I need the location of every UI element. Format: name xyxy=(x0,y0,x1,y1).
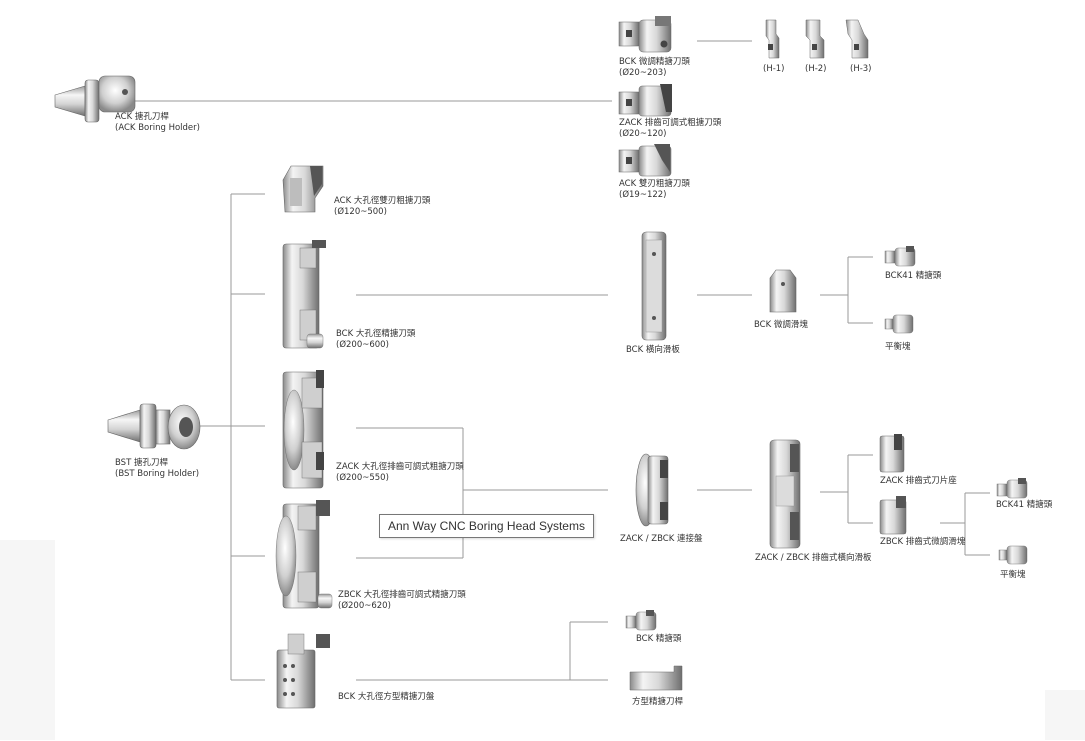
zack-large-head-name: ZACK 大孔徑排齒可調式粗搪刀頭 xyxy=(336,462,464,472)
zack-insert-seat-image xyxy=(879,434,905,473)
square-bar-label: 方型精搪刀桿 xyxy=(632,697,684,707)
bst-holder-image xyxy=(107,403,201,450)
bck-fine-head-label: BCK 微調精搪刀頭 (Ø20~203) xyxy=(619,57,690,79)
ack-twin-head-range: (Ø19~122) xyxy=(619,190,667,200)
zack-rough-head-image xyxy=(618,84,672,117)
bck-large-head-image xyxy=(282,240,326,349)
bck-micro-block-label: BCK 微調滑塊 xyxy=(754,320,808,330)
ack-twin-head-name: ACK 雙刃粗搪刀頭 xyxy=(619,179,690,189)
ack-holder-name: ACK 搪孔刀桿 xyxy=(115,112,169,122)
insert-h1-image xyxy=(765,19,780,59)
insert-h2-image xyxy=(805,19,825,59)
bck-square-plate-image xyxy=(276,633,330,709)
zack-connector-image xyxy=(635,453,669,527)
zbck-large-head-range: (Ø200~620) xyxy=(338,601,391,611)
ack-twin-head-label: ACK 雙刃粗搪刀頭 (Ø19~122) xyxy=(619,179,690,201)
bst-holder-label: BST 搪孔刀桿 (BST Boring Holder) xyxy=(115,458,199,480)
background-decoration xyxy=(0,540,1085,740)
ack-large-head-label: ACK 大孔徑雙刃粗搪刀頭 (Ø120~500) xyxy=(334,196,430,218)
zbck-large-head-label: ZBCK 大孔徑排齒可調式精搪刀頭 (Ø200~620) xyxy=(338,590,466,612)
bck-slide-image xyxy=(641,231,667,341)
square-bar-image xyxy=(629,665,683,691)
bck41-head-2-image xyxy=(996,478,1028,499)
bck-micro-block-image xyxy=(769,269,797,313)
bck-slide-label: BCK 橫向滑板 xyxy=(626,345,680,355)
insert-h1-label: (H-1) xyxy=(763,64,785,74)
zack-slide-image xyxy=(769,439,801,549)
balance-block-label: 平衡塊 xyxy=(885,342,911,352)
insert-h3-image xyxy=(845,19,869,59)
zack-slide-label: ZACK / ZBCK 排齒式橫向滑板 xyxy=(755,553,872,563)
bck-fine-head-image xyxy=(618,16,672,53)
bck-large-head-label: BCK 大孔徑精搪刀頭 (Ø200~600) xyxy=(336,329,415,351)
ack-large-head-name: ACK 大孔徑雙刃粗搪刀頭 xyxy=(334,196,431,206)
ack-twin-head-image xyxy=(618,144,672,177)
bck-fine-head-image-bottom xyxy=(625,610,657,631)
zack-connector-label: ZACK / ZBCK 連接盤 xyxy=(620,534,703,544)
bck41-head-label: BCK41 精搪頭 xyxy=(885,271,942,281)
ack-large-head-range: (Ø120~500) xyxy=(334,207,387,217)
tooltip: Ann Way CNC Boring Head Systems xyxy=(379,514,594,538)
insert-h2-label: (H-2) xyxy=(805,64,827,74)
bck41-head-image xyxy=(884,246,916,267)
ack-holder-image xyxy=(54,75,136,123)
zbck-micro-block-label: ZBCK 排齒式微調滑塊 xyxy=(880,537,966,547)
zack-large-head-label: ZACK 大孔徑排齒可調式粗搪刀頭 (Ø200~550) xyxy=(336,462,464,484)
ack-large-head-image xyxy=(282,165,324,213)
zack-rough-head-range: (Ø20~120) xyxy=(619,129,667,139)
balance-block-image xyxy=(884,314,914,334)
zbck-large-head-name: ZBCK 大孔徑排齒可調式精搪刀頭 xyxy=(338,590,466,600)
zack-large-head-image xyxy=(282,370,324,489)
bck-fine-head-name: BCK 微調精搪刀頭 xyxy=(619,57,690,67)
zack-large-head-range: (Ø200~550) xyxy=(336,473,389,483)
zack-rough-head-name: ZACK 排齒可調式粗搪刀頭 xyxy=(619,118,722,128)
bck-square-plate-label: BCK 大孔徑方型精搪刀盤 xyxy=(338,692,435,702)
bck41-head-2-label: BCK41 精搪頭 xyxy=(996,500,1053,510)
zack-insert-seat-label: ZACK 排齒式刀片座 xyxy=(880,476,957,486)
balance-block-2-label: 平衡塊 xyxy=(1000,570,1026,580)
ack-holder-sub: (ACK Boring Holder) xyxy=(115,123,200,133)
bst-holder-sub: (BST Boring Holder) xyxy=(115,469,200,479)
bck-fine-head-range: (Ø20~203) xyxy=(619,68,667,78)
bck-fine-head-bottom-label: BCK 精搪頭 xyxy=(636,634,682,644)
insert-h3-label: (H-3) xyxy=(850,64,872,74)
zbck-large-head-image xyxy=(275,500,333,609)
ack-holder-label: ACK 搪孔刀桿 (ACK Boring Holder) xyxy=(115,112,200,134)
zack-rough-head-label: ZACK 排齒可調式粗搪刀頭 (Ø20~120) xyxy=(619,118,721,140)
bck-large-head-name: BCK 大孔徑精搪刀頭 xyxy=(336,329,416,339)
bck-large-head-range: (Ø200~600) xyxy=(336,340,389,350)
connector-lines xyxy=(135,40,990,681)
zbck-micro-block-image xyxy=(879,496,907,535)
balance-block-2-image xyxy=(998,545,1028,565)
bst-holder-name: BST 搪孔刀桿 xyxy=(115,458,168,468)
